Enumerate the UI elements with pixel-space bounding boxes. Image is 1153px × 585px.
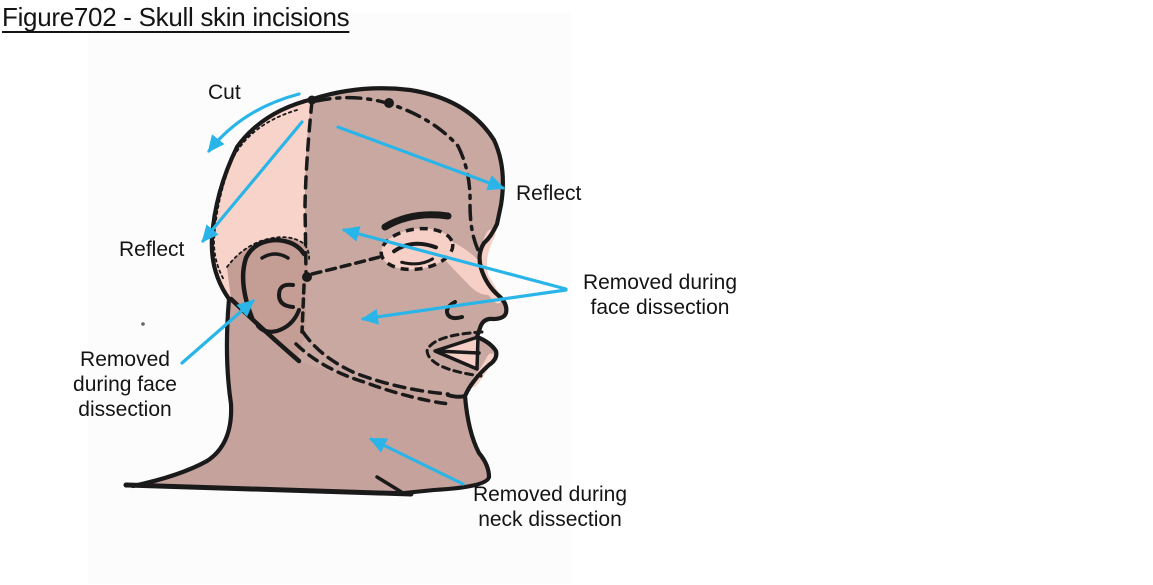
incision-jaw-upper (301, 330, 450, 396)
reflect-left-label: Reflect (119, 238, 185, 261)
stray-speck (141, 322, 145, 326)
arrow-neck-dissection (368, 437, 465, 486)
lips-drawing (425, 330, 484, 378)
arrow-face-dissection-upper (341, 226, 568, 291)
dotted-flap-edge-ear (226, 236, 311, 268)
removed-neck-label: Removed during neck dissection (472, 483, 628, 531)
vertex-junction-dot (307, 95, 317, 105)
head-outline (130, 86, 509, 489)
jaw-chin-line (446, 393, 467, 399)
shoulder-line (123, 482, 414, 497)
ear-junction-dot (302, 272, 312, 282)
neck-region (133, 299, 489, 493)
figure-title: Figure702 - Skull skin incisions (2, 2, 350, 32)
incision-jaw-lower (294, 342, 451, 406)
removed-face-right-label: Removed during face dissection (582, 271, 738, 319)
crown-junction-dot (384, 98, 394, 108)
arrow-face-dissection-lower (360, 288, 568, 325)
ear-patch-region (227, 237, 308, 359)
arrow-cut (207, 92, 301, 153)
arrow-reflect-right (336, 125, 506, 191)
eyebrow-drawing (381, 211, 452, 231)
removed-face-left-label: Removed during face dissection (73, 348, 177, 421)
incision-vertical (303, 99, 314, 274)
neck-notch-line (375, 475, 405, 495)
ear-drawing (240, 237, 307, 334)
arrow-face-dissection-ear (180, 299, 255, 365)
cut-label: Cut (208, 81, 241, 104)
arrow-reflect-left (201, 120, 304, 243)
incision-below-ear-dot (300, 283, 306, 334)
dotted-flap-edge-back (213, 109, 298, 281)
incision-crown (314, 95, 480, 252)
neck-bottom-edge (402, 475, 491, 495)
reflect-right-label: Reflect (516, 182, 582, 205)
